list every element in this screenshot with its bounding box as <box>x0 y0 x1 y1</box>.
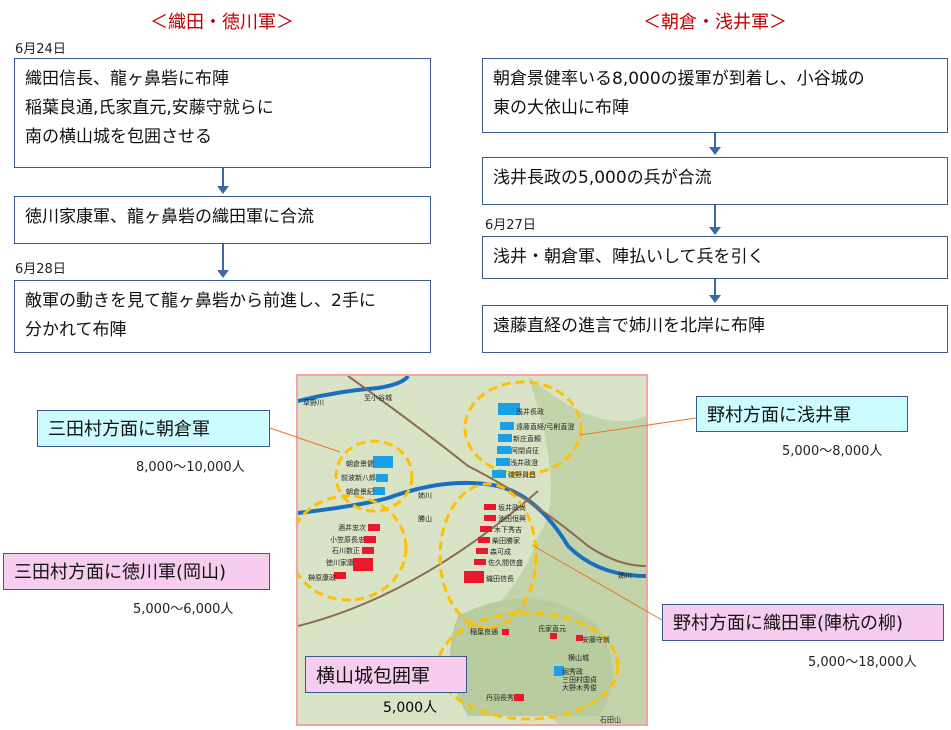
step-text: 徳川家康軍、龍ヶ鼻砦の織田軍に合流 <box>25 207 314 227</box>
commander-label: 三田村国貞 <box>562 675 597 684</box>
map-place-label: 勝山 <box>418 514 432 523</box>
commander-label: 大野木秀俊 <box>562 683 597 692</box>
tokugawa-callout: 三田村方面に徳川軍(岡山) <box>3 553 270 590</box>
commander-label: 坂井政尚 <box>498 503 526 512</box>
siege-callout: 横山城包囲軍 <box>305 656 467 693</box>
arrow-icon <box>709 205 721 235</box>
step-text: 遠藤直経の進言で姉川を北岸に布陣 <box>493 316 765 336</box>
step-text: 東の大依山に布陣 <box>493 98 629 118</box>
asakura-callout: 三田村方面に朝倉軍 <box>37 410 270 447</box>
commander-label: 榊原康政 <box>308 573 336 582</box>
commander-label: 阿閉貞征 <box>511 446 539 455</box>
commander-label: 柴田勝家 <box>492 536 520 545</box>
arrow-icon <box>217 244 229 278</box>
arrow-icon <box>709 133 721 155</box>
date-label: 6月27日 <box>485 218 536 233</box>
step-text: 敵軍の動きを見て龍ヶ鼻砦から前進し、2手に <box>25 291 376 311</box>
commander-label: 小笠原長忠 <box>330 535 365 544</box>
oda-tokugawa-heading: ＜織田・徳川軍＞ <box>150 12 294 33</box>
oda-count: 5,000〜18,000人 <box>808 655 917 670</box>
timeline-box: 浅井・朝倉軍、陣払いして兵を引く <box>482 236 948 279</box>
commander-label: 佐久間信盛 <box>488 558 523 567</box>
commander-label: 遠藤直経/弓削直澄 <box>516 422 574 431</box>
commander-label: 森可成 <box>490 547 511 556</box>
commander-label: 浅井政澄 <box>510 458 538 467</box>
commander-label: 石川数正 <box>332 546 360 555</box>
step-text: 分かれて布陣 <box>25 320 127 340</box>
arrow-icon <box>709 279 721 303</box>
step-text: 南の横山城を包囲させる <box>25 127 212 147</box>
timeline-box: 織田信長、龍ヶ鼻砦に布陣 稲葉良通,氏家直元,安藤守就らに 南の横山城を包囲させ… <box>14 58 431 168</box>
commander-label: 安藤守就 <box>582 635 610 644</box>
siege-count: 5,000人 <box>383 700 438 716</box>
map-place-label: 草野川 <box>303 398 324 407</box>
timeline-box: 遠藤直経の進言で姉川を北岸に布陣 <box>482 305 948 353</box>
commander-label: 浅井長政 <box>516 407 544 416</box>
commander-label: 稲葉良通 <box>470 627 498 636</box>
commander-label: 前波新八郎 <box>341 473 376 482</box>
commander-label: 氏家直元 <box>538 624 566 633</box>
step-text: 朝倉景健率いる8,000の援軍が到着し、小谷城の <box>493 69 865 89</box>
asakura-asai-heading: ＜朝倉・浅井軍＞ <box>643 12 787 33</box>
commander-label: 朝倉景紀 <box>346 487 374 496</box>
commander-label: 丹羽長秀 <box>486 693 514 702</box>
commander-label: 酒井忠次 <box>338 523 366 532</box>
step-text: 浅井長政の5,000の兵が合流 <box>493 168 712 188</box>
asakura-count: 8,000〜10,000人 <box>136 460 245 475</box>
date-label: 6月24日 <box>15 42 66 57</box>
asai-callout: 野村方面に浅井軍 <box>696 396 908 432</box>
tokugawa-count: 5,000〜6,000人 <box>133 602 234 617</box>
commander-label: 磯野員昌 <box>508 470 536 479</box>
commander-label: 堀秀政 <box>562 667 583 676</box>
commander-label: 織田信長 <box>486 574 514 583</box>
step-text: 稲葉良通,氏家直元,安藤守就らに <box>25 98 274 118</box>
oda-callout: 野村方面に織田軍(陣杭の柳) <box>662 604 944 641</box>
step-text: 織田信長、龍ヶ鼻砦に布陣 <box>25 69 229 89</box>
map-place-label: 横山城 <box>568 653 589 662</box>
arrow-icon <box>217 168 229 194</box>
map-place-label: 石田山 <box>600 715 621 724</box>
commander-label: 池田恒興 <box>498 514 526 523</box>
asai-count: 5,000〜8,000人 <box>782 444 883 459</box>
commander-label: 朝倉景健 <box>346 459 374 468</box>
map-place-label: 至小谷城 <box>364 393 392 402</box>
map-place-label: 姉川 <box>418 491 432 500</box>
timeline-box: 敵軍の動きを見て龍ヶ鼻砦から前進し、2手に 分かれて布陣 <box>14 280 431 353</box>
step-text: 浅井・朝倉軍、陣払いして兵を引く <box>493 247 765 267</box>
date-label: 6月28日 <box>15 262 66 277</box>
commander-label: 木下秀吉 <box>494 525 522 534</box>
commander-label: 新庄直頼 <box>513 434 541 443</box>
timeline-box: 浅井長政の5,000の兵が合流 <box>482 157 948 205</box>
commander-label: 徳川家康 <box>326 558 354 567</box>
timeline-box: 朝倉景健率いる8,000の援軍が到着し、小谷城の 東の大依山に布陣 <box>482 58 948 133</box>
timeline-box: 徳川家康軍、龍ヶ鼻砦の織田軍に合流 <box>14 196 431 244</box>
map-place-label: 姉川 <box>618 571 632 580</box>
